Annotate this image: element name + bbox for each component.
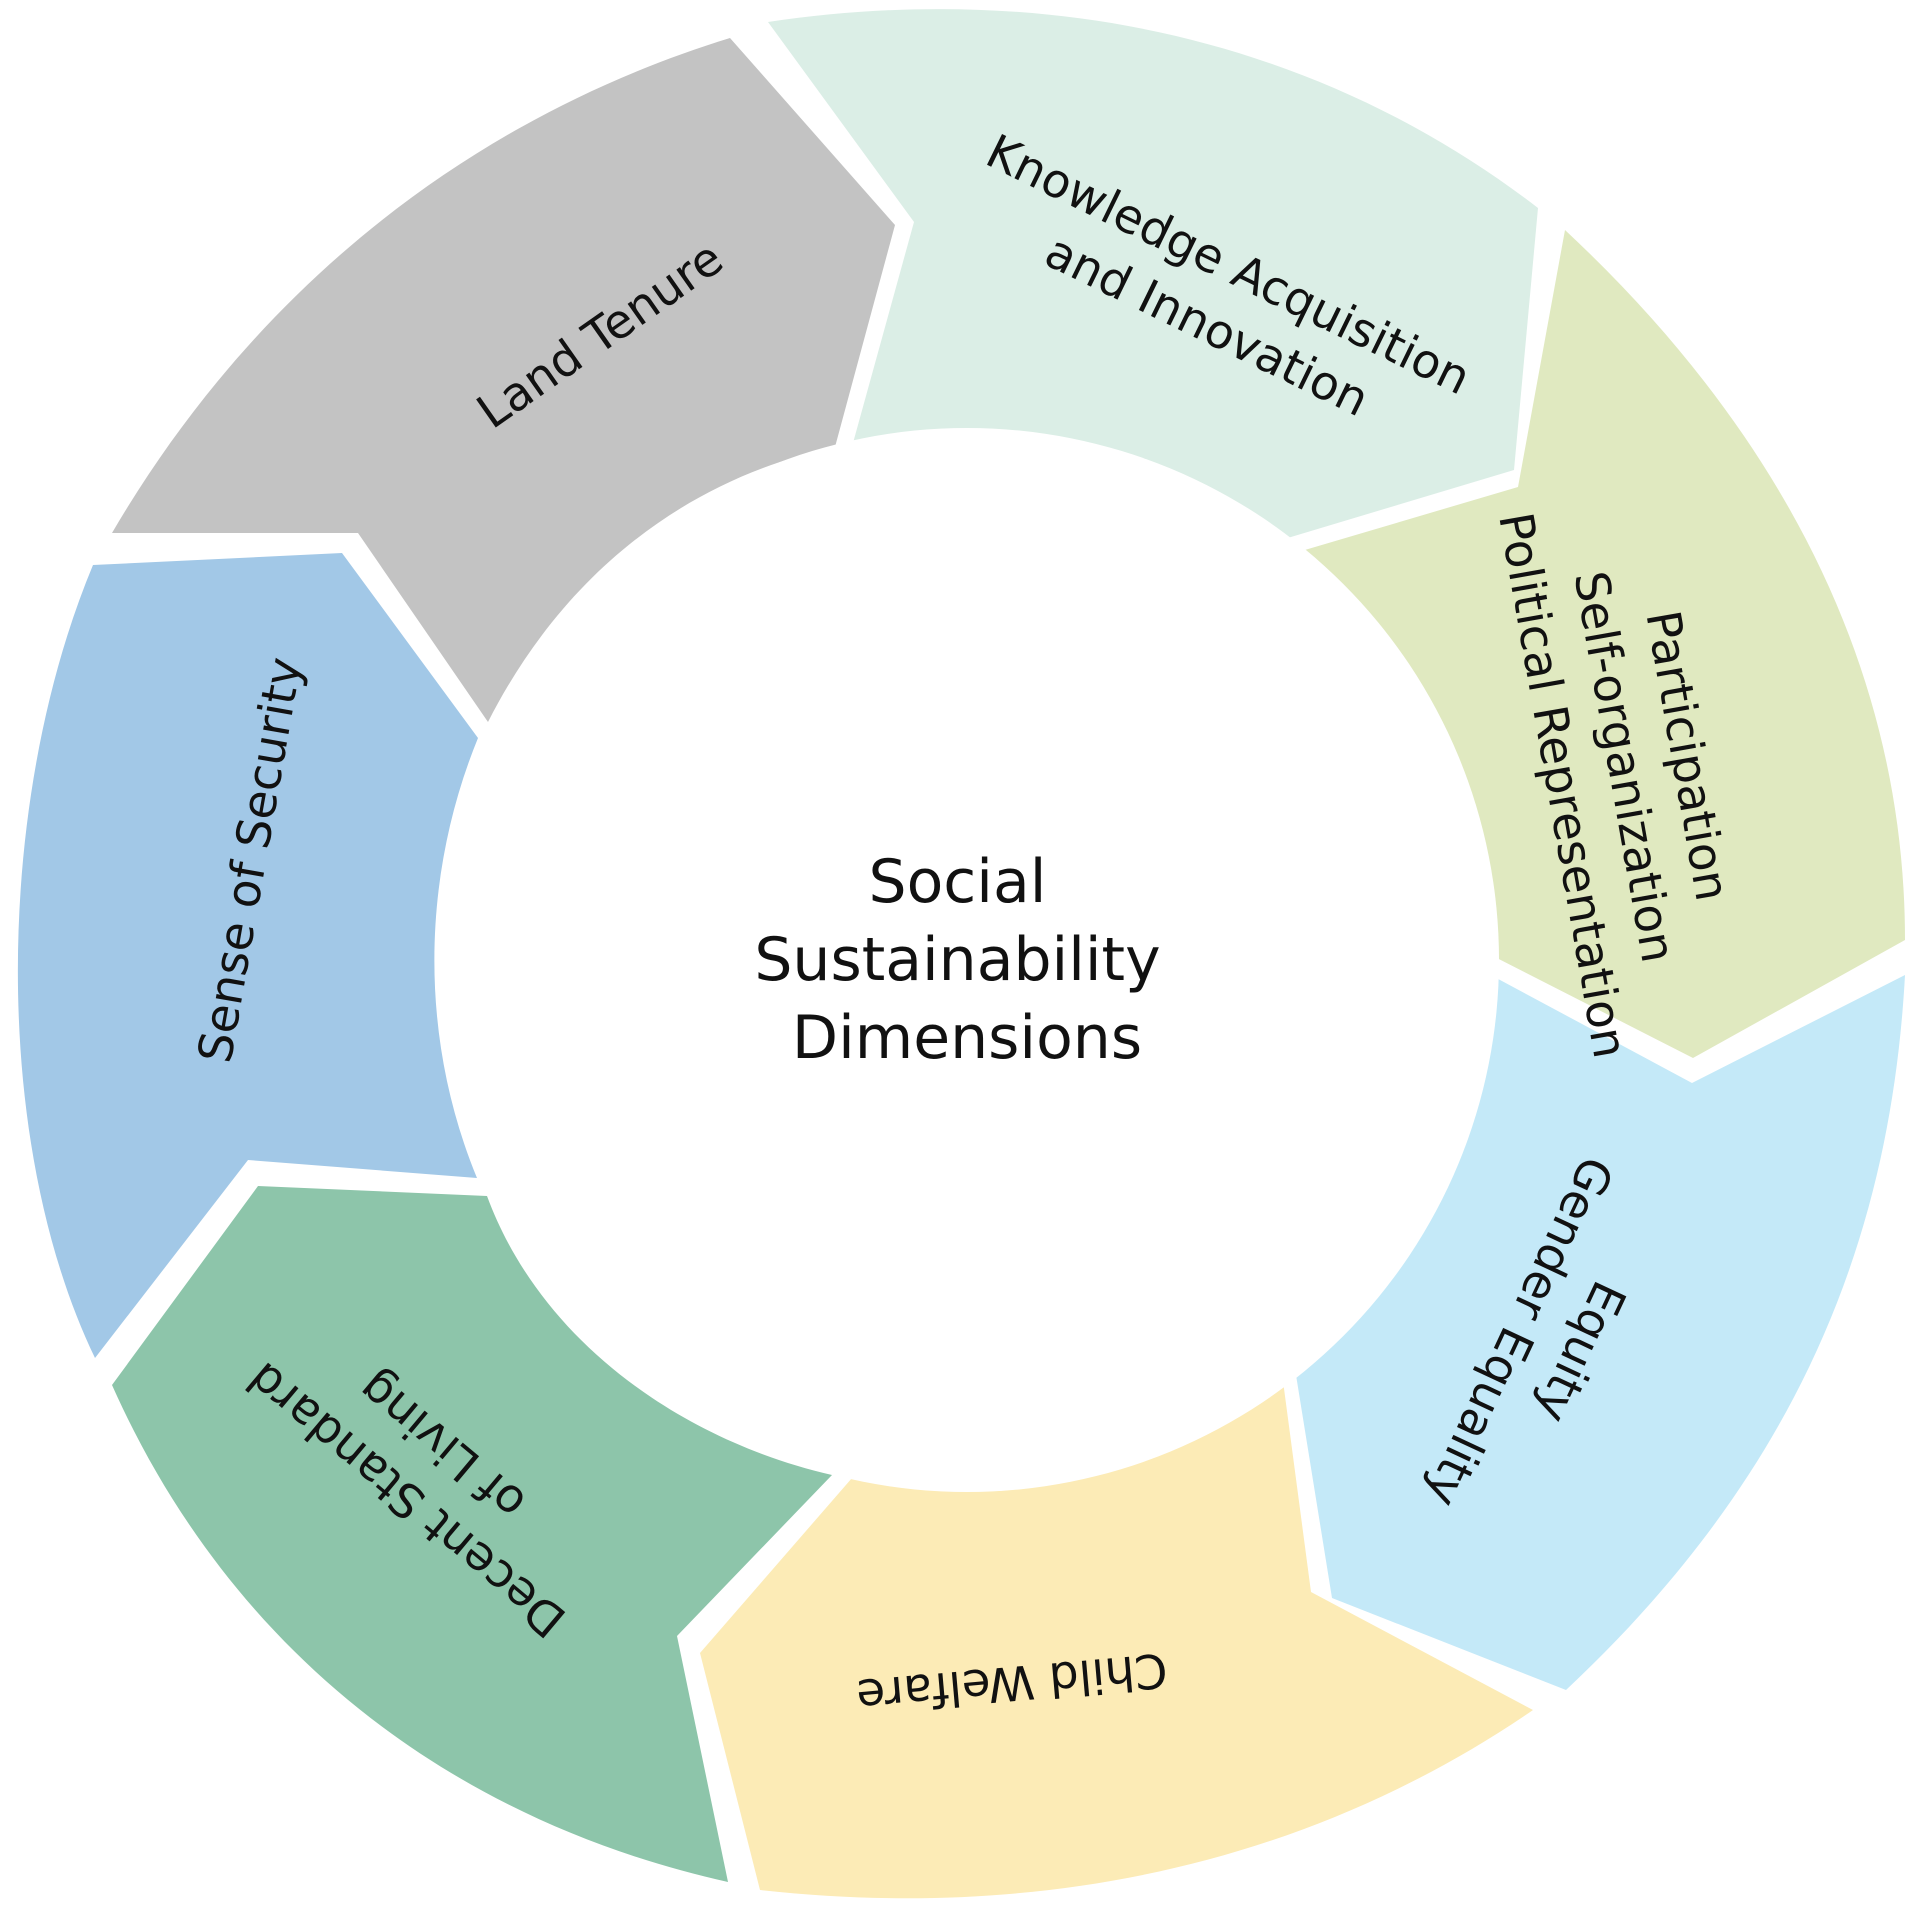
segment-knowledge-acquisition — [768, 9, 1538, 541]
segment-shapes — [17, 9, 1905, 1899]
center-title: Social Sustainability Dimensions — [754, 847, 1179, 1073]
segment-land-tenure — [112, 38, 895, 722]
segment-participation — [1298, 230, 1905, 1058]
center-hub — [435, 428, 1499, 1492]
center-title-line-2: Sustainability — [754, 925, 1160, 995]
segment-decent-standard — [112, 1186, 832, 1882]
center-title-line-1: Social — [869, 847, 1047, 917]
segment-child-welfare — [700, 1381, 1533, 1899]
segment-sense-of-security — [17, 553, 478, 1358]
center-title-line-3: Dimensions — [792, 1003, 1142, 1073]
segment-equity — [1296, 973, 1905, 1690]
